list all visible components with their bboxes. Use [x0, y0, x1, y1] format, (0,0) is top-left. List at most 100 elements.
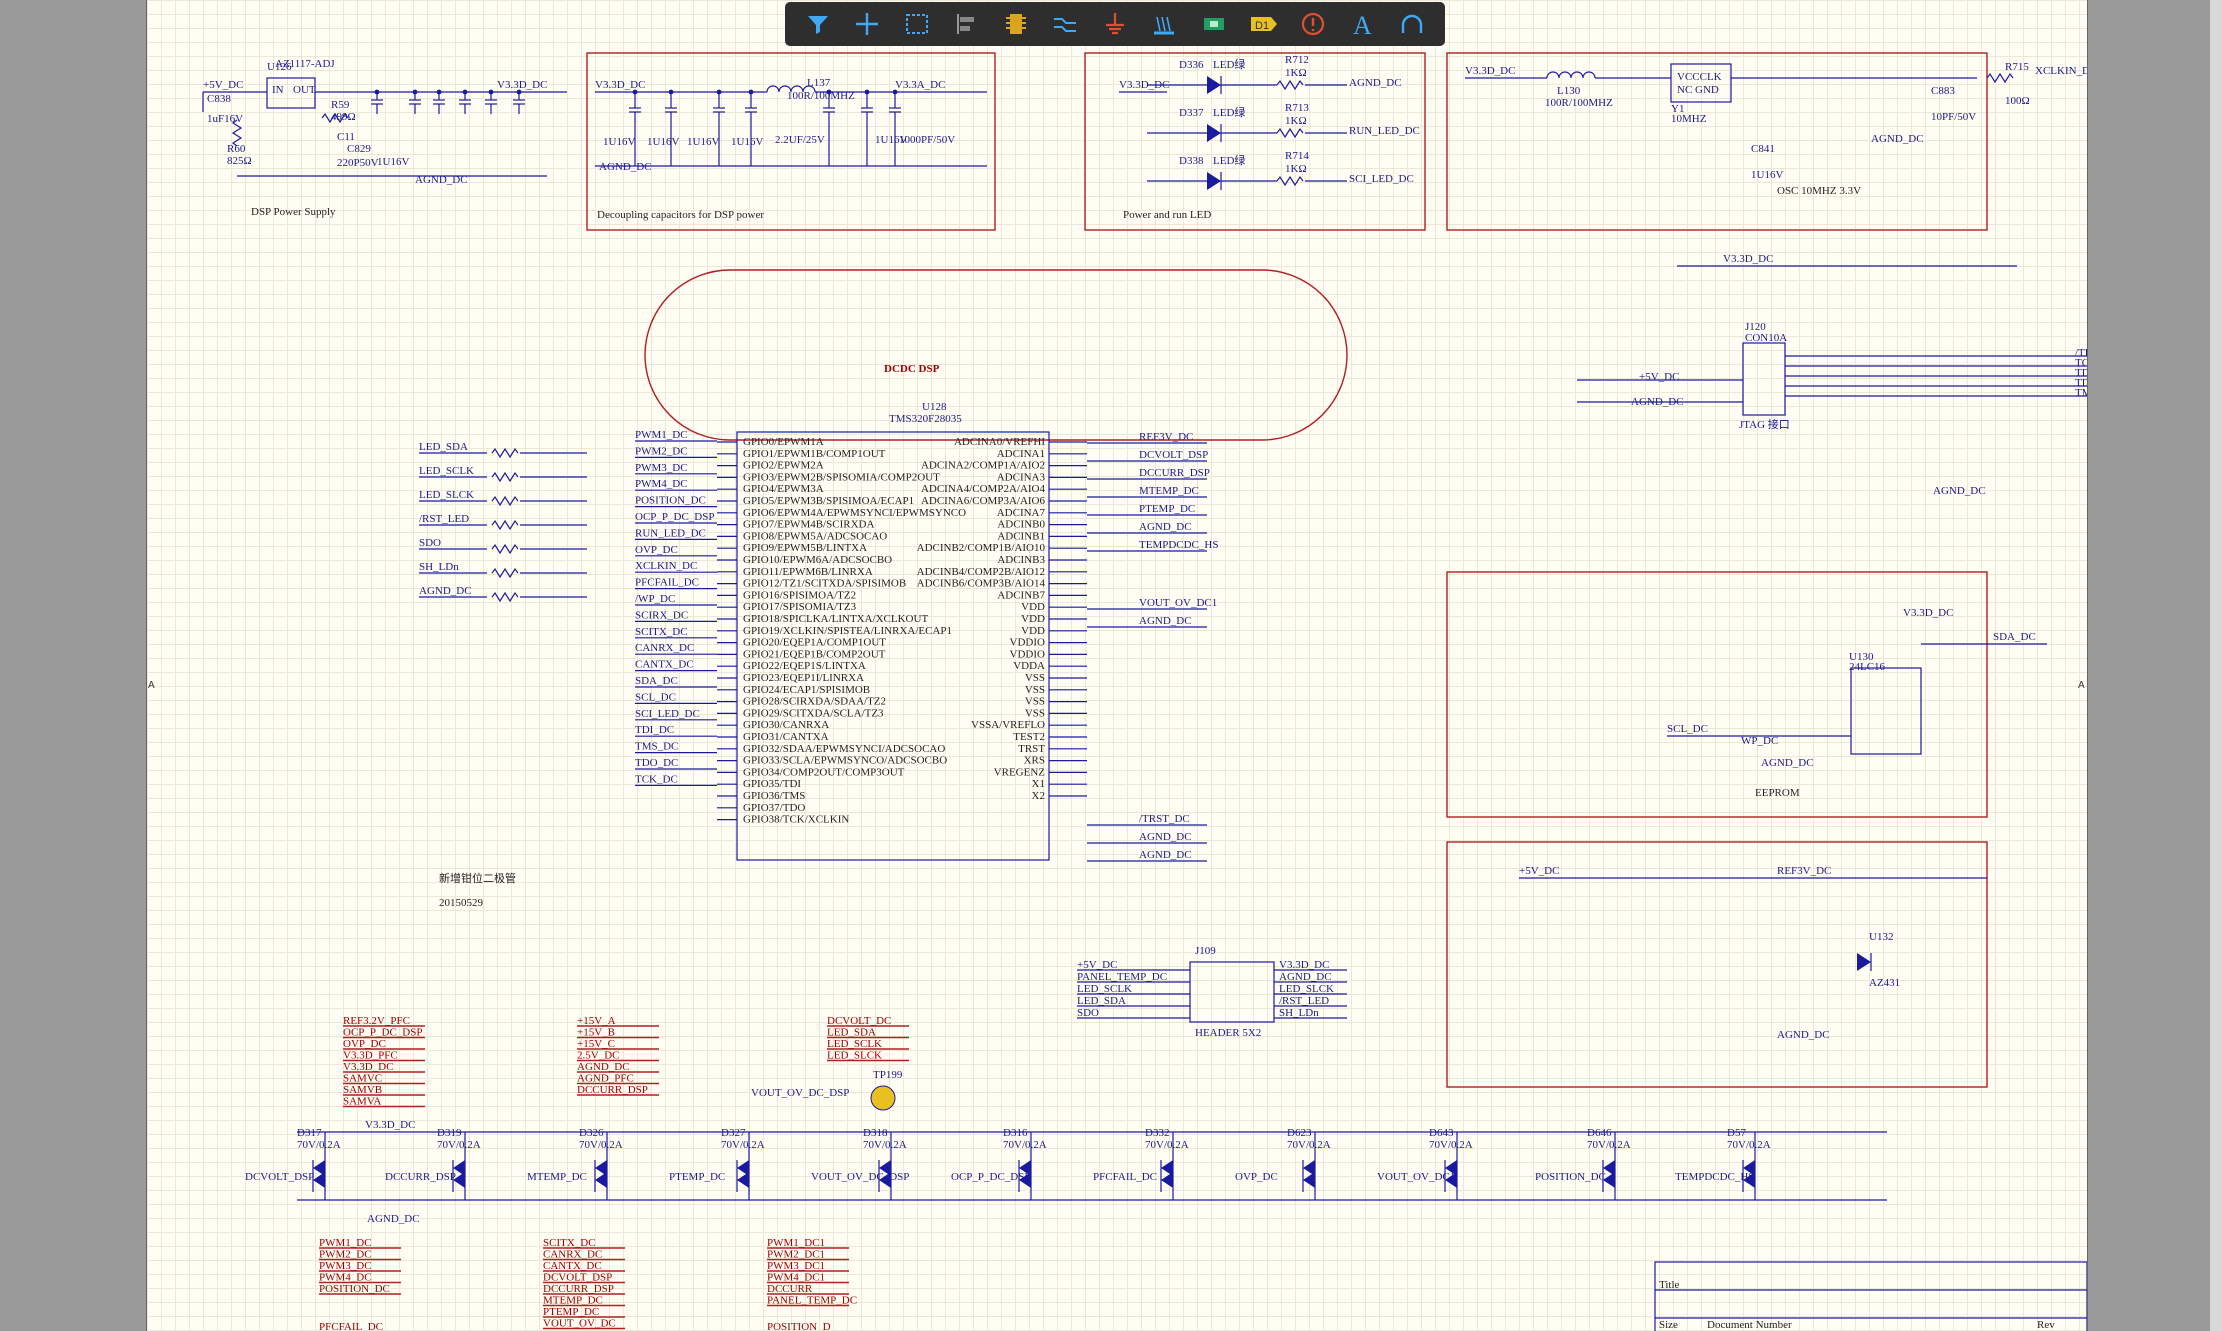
- res-farleft-0: [491, 447, 519, 459]
- u128-pin-right-25: TEST2: [1013, 731, 1045, 743]
- junction-dot: [668, 89, 674, 95]
- no-erc-button[interactable]: [1296, 7, 1330, 41]
- bottom-block-1-0: SCITX_DC: [543, 1237, 596, 1249]
- u130-value: 24LC16: [1849, 661, 1886, 673]
- u128-pin-right-16: VDD: [1021, 625, 1045, 637]
- diode-row-val-9: 70V/0.2A: [1587, 1139, 1631, 1151]
- net-left-2: PWM3_DC: [635, 462, 688, 474]
- clamp-diode-up-5: [1019, 1160, 1031, 1176]
- c883-value: 10PF/50V: [1931, 111, 1976, 123]
- net-left-20: TDO_DC: [635, 757, 678, 769]
- net-right-1: DCVOLT_DSP: [1139, 449, 1208, 461]
- diode-row-net-5: OCP_P_DC_DSP: [951, 1171, 1030, 1183]
- u128-pin-right-17: VDDIO: [1010, 637, 1045, 649]
- j120-body: [1742, 342, 1786, 416]
- sheet-title: DCDC DSP: [884, 363, 940, 375]
- select-button[interactable]: [900, 7, 934, 41]
- u128-pin-left-9: GPIO9/EPWM5B/LINTXA: [743, 542, 867, 554]
- diode-row-ref-6: D332: [1145, 1127, 1169, 1139]
- net-hdr-right-4: SH_LDn: [1279, 1007, 1319, 1019]
- bottom-block-1-6: PTEMP_DC: [543, 1306, 599, 1318]
- net-hdr-right-0: V3.3D_DC: [1279, 959, 1329, 971]
- port-icon: [1204, 18, 1225, 30]
- bus-button[interactable]: [1147, 7, 1181, 41]
- align-button[interactable]: [949, 7, 983, 41]
- box-eeprom: [1446, 571, 1988, 818]
- u128-pin-right-24: VSSA/VREFLO: [971, 719, 1045, 731]
- net-plus5v: +5V_DC: [203, 79, 243, 91]
- res-farleft-5: [491, 567, 519, 579]
- net-left-10: /WP_DC: [635, 593, 675, 605]
- tb-size: Size: [1659, 1319, 1678, 1331]
- net-v33-osc: V3.3D_DC: [1465, 65, 1515, 77]
- u128-pin-left-12: GPIO12/TZ1/SCITXDA/SPISIMOB: [743, 578, 906, 590]
- move-button[interactable]: [850, 7, 884, 41]
- junction-dot: [436, 89, 442, 95]
- clamp-diode-dn-8: [1445, 1172, 1457, 1188]
- diode-row-ref-1: D319: [437, 1127, 462, 1139]
- u128-pin-right-3: ADCINA3: [997, 471, 1046, 483]
- junction-dot: [892, 89, 898, 95]
- bottom-block-2-2: PWM3_DC1: [767, 1260, 825, 1272]
- led-color-1: LED绿: [1213, 105, 1245, 119]
- oscillator-y1: [1670, 63, 1732, 103]
- arc-button[interactable]: [1395, 7, 1429, 41]
- part-button[interactable]: [999, 7, 1033, 41]
- designator-label: D1: [1255, 20, 1269, 32]
- net-block-0-1: OCP_P_DC_DSP: [343, 1027, 422, 1039]
- designator-button[interactable]: D1: [1247, 7, 1281, 41]
- net-led-1: RUN_LED_DC: [1349, 125, 1420, 137]
- port-button[interactable]: [1197, 7, 1231, 41]
- clamp-diode-up-7: [1303, 1160, 1315, 1176]
- testpoint-tp199[interactable]: [870, 1085, 896, 1111]
- net-hdr-right-3: /RST_LED: [1279, 995, 1329, 1007]
- bottom-block-0-3: PWM4_DC: [319, 1272, 372, 1284]
- u128-pin-left-1: GPIO1/EPWM1B/COMP1OUT: [743, 448, 886, 460]
- right-scrollbar[interactable]: [2210, 0, 2222, 1331]
- designator-icon: D1: [1250, 17, 1277, 32]
- l130-value: 100R/100MHZ: [1545, 97, 1613, 109]
- wire-button[interactable]: [1048, 7, 1082, 41]
- j120-ref: J120: [1745, 321, 1766, 333]
- bottom-block-0-1: PWM2_DC: [319, 1249, 372, 1261]
- u128-pin-right-6: ADCINA7: [997, 507, 1046, 519]
- net-agnd-jtag2: AGND_DC: [1933, 485, 1986, 497]
- text-button[interactable]: A: [1346, 7, 1380, 41]
- junction-dot: [462, 89, 468, 95]
- net-v33-eeprom: V3.3D_DC: [1903, 607, 1953, 619]
- u128-pin-left-22: GPIO28/SCIRXDA/SDAA/TZ2: [743, 696, 886, 708]
- l130-ref: L130: [1557, 85, 1581, 97]
- filter-button[interactable]: [801, 7, 835, 41]
- net-block-1-3: 2.5V_DC: [577, 1050, 619, 1062]
- u128-pin-right-0: ADCINA0/VREFHI: [954, 436, 1045, 448]
- led-D338: [1207, 172, 1221, 190]
- net-ref3v: REF3V_DC: [1777, 865, 1831, 877]
- u128-pin-left-6: GPIO6/EPWM4A/EPWMSYNCI/EPWMSYNCO: [743, 507, 966, 519]
- u128-pin-left-17: GPIO20/EQEP1A/COMP1OUT: [743, 637, 886, 649]
- diode-row-val-8: 70V/0.2A: [1429, 1139, 1473, 1151]
- ground-button[interactable]: [1098, 7, 1132, 41]
- u132-ref: U132: [1869, 931, 1893, 943]
- res-R712: [1276, 79, 1304, 91]
- osc-ncgnd: NC GND: [1677, 84, 1719, 96]
- net-agnd-jtag: AGND_DC: [1631, 396, 1684, 408]
- clamp-diode-dn-2: [595, 1172, 607, 1188]
- r59-value: 499Ω: [331, 111, 356, 123]
- diode-row-net-0: DCVOLT_DSP: [245, 1171, 314, 1183]
- net-agnd-eeprom: AGND_DC: [1761, 757, 1814, 769]
- net-left-13: CANRX_DC: [635, 642, 694, 654]
- junction-dot: [716, 89, 722, 95]
- c897-value: 1000PF/50V: [899, 134, 955, 146]
- clamp-diode-dn-4: [879, 1172, 891, 1188]
- y1-ref: Y1: [1671, 103, 1684, 115]
- u128-pin-left-2: GPIO2/EPWM2A: [743, 460, 824, 472]
- u128-pin-right-10: ADCINB3: [997, 554, 1045, 566]
- u128-pin-left-24: GPIO30/CANRXA: [743, 719, 829, 731]
- junction-dot: [748, 89, 754, 95]
- note-date: 20150529: [439, 897, 484, 909]
- tb-title: Title: [1659, 1279, 1680, 1291]
- c835-value: 1U16V: [731, 136, 763, 148]
- net-left-15: SDA_DC: [635, 675, 678, 687]
